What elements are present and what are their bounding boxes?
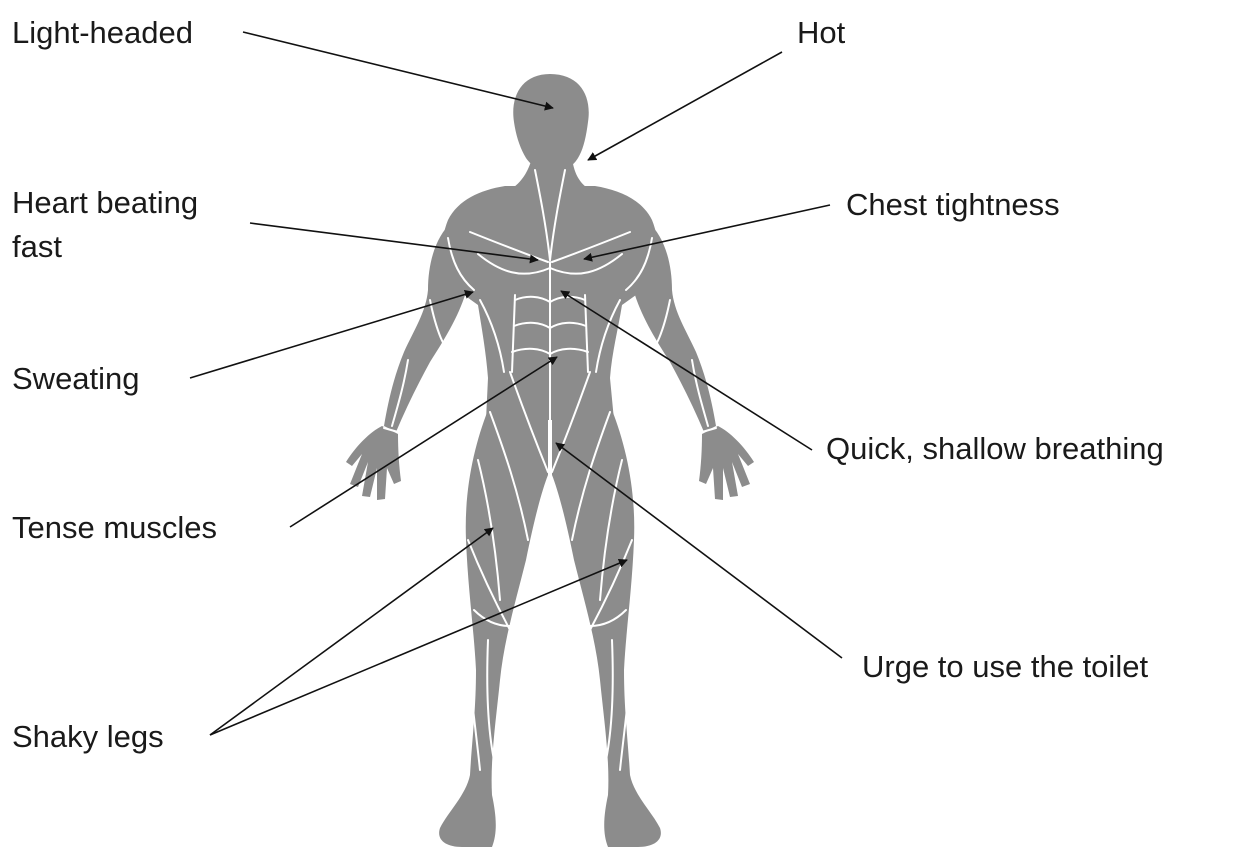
label-light-headed: Light-headed: [12, 15, 193, 50]
arrows: [190, 32, 842, 735]
label-heart-line1: Heart beating: [12, 185, 198, 220]
arrow-shaky-left: [210, 528, 493, 735]
label-sweating: Sweating: [12, 361, 140, 396]
right-hand: [699, 426, 754, 500]
label-tense: Tense muscles: [12, 510, 217, 545]
label-shaky: Shaky legs: [12, 719, 164, 754]
neck: [510, 158, 590, 190]
label-hot: Hot: [797, 15, 846, 50]
left-hand: [346, 426, 401, 500]
arrow-hot: [588, 52, 782, 160]
right-leg: [552, 410, 661, 847]
arrow-shaky-right: [210, 560, 627, 735]
label-urge: Urge to use the toilet: [862, 649, 1148, 684]
head: [513, 74, 588, 172]
human-figure: [346, 74, 754, 847]
right-arm: [631, 222, 716, 432]
label-heart-line2: fast: [12, 229, 62, 264]
left-arm: [384, 222, 469, 432]
left-leg: [439, 410, 548, 847]
label-breathing: Quick, shallow breathing: [826, 431, 1164, 466]
label-chest: Chest tightness: [846, 187, 1060, 222]
arrow-light-headed: [243, 32, 553, 108]
